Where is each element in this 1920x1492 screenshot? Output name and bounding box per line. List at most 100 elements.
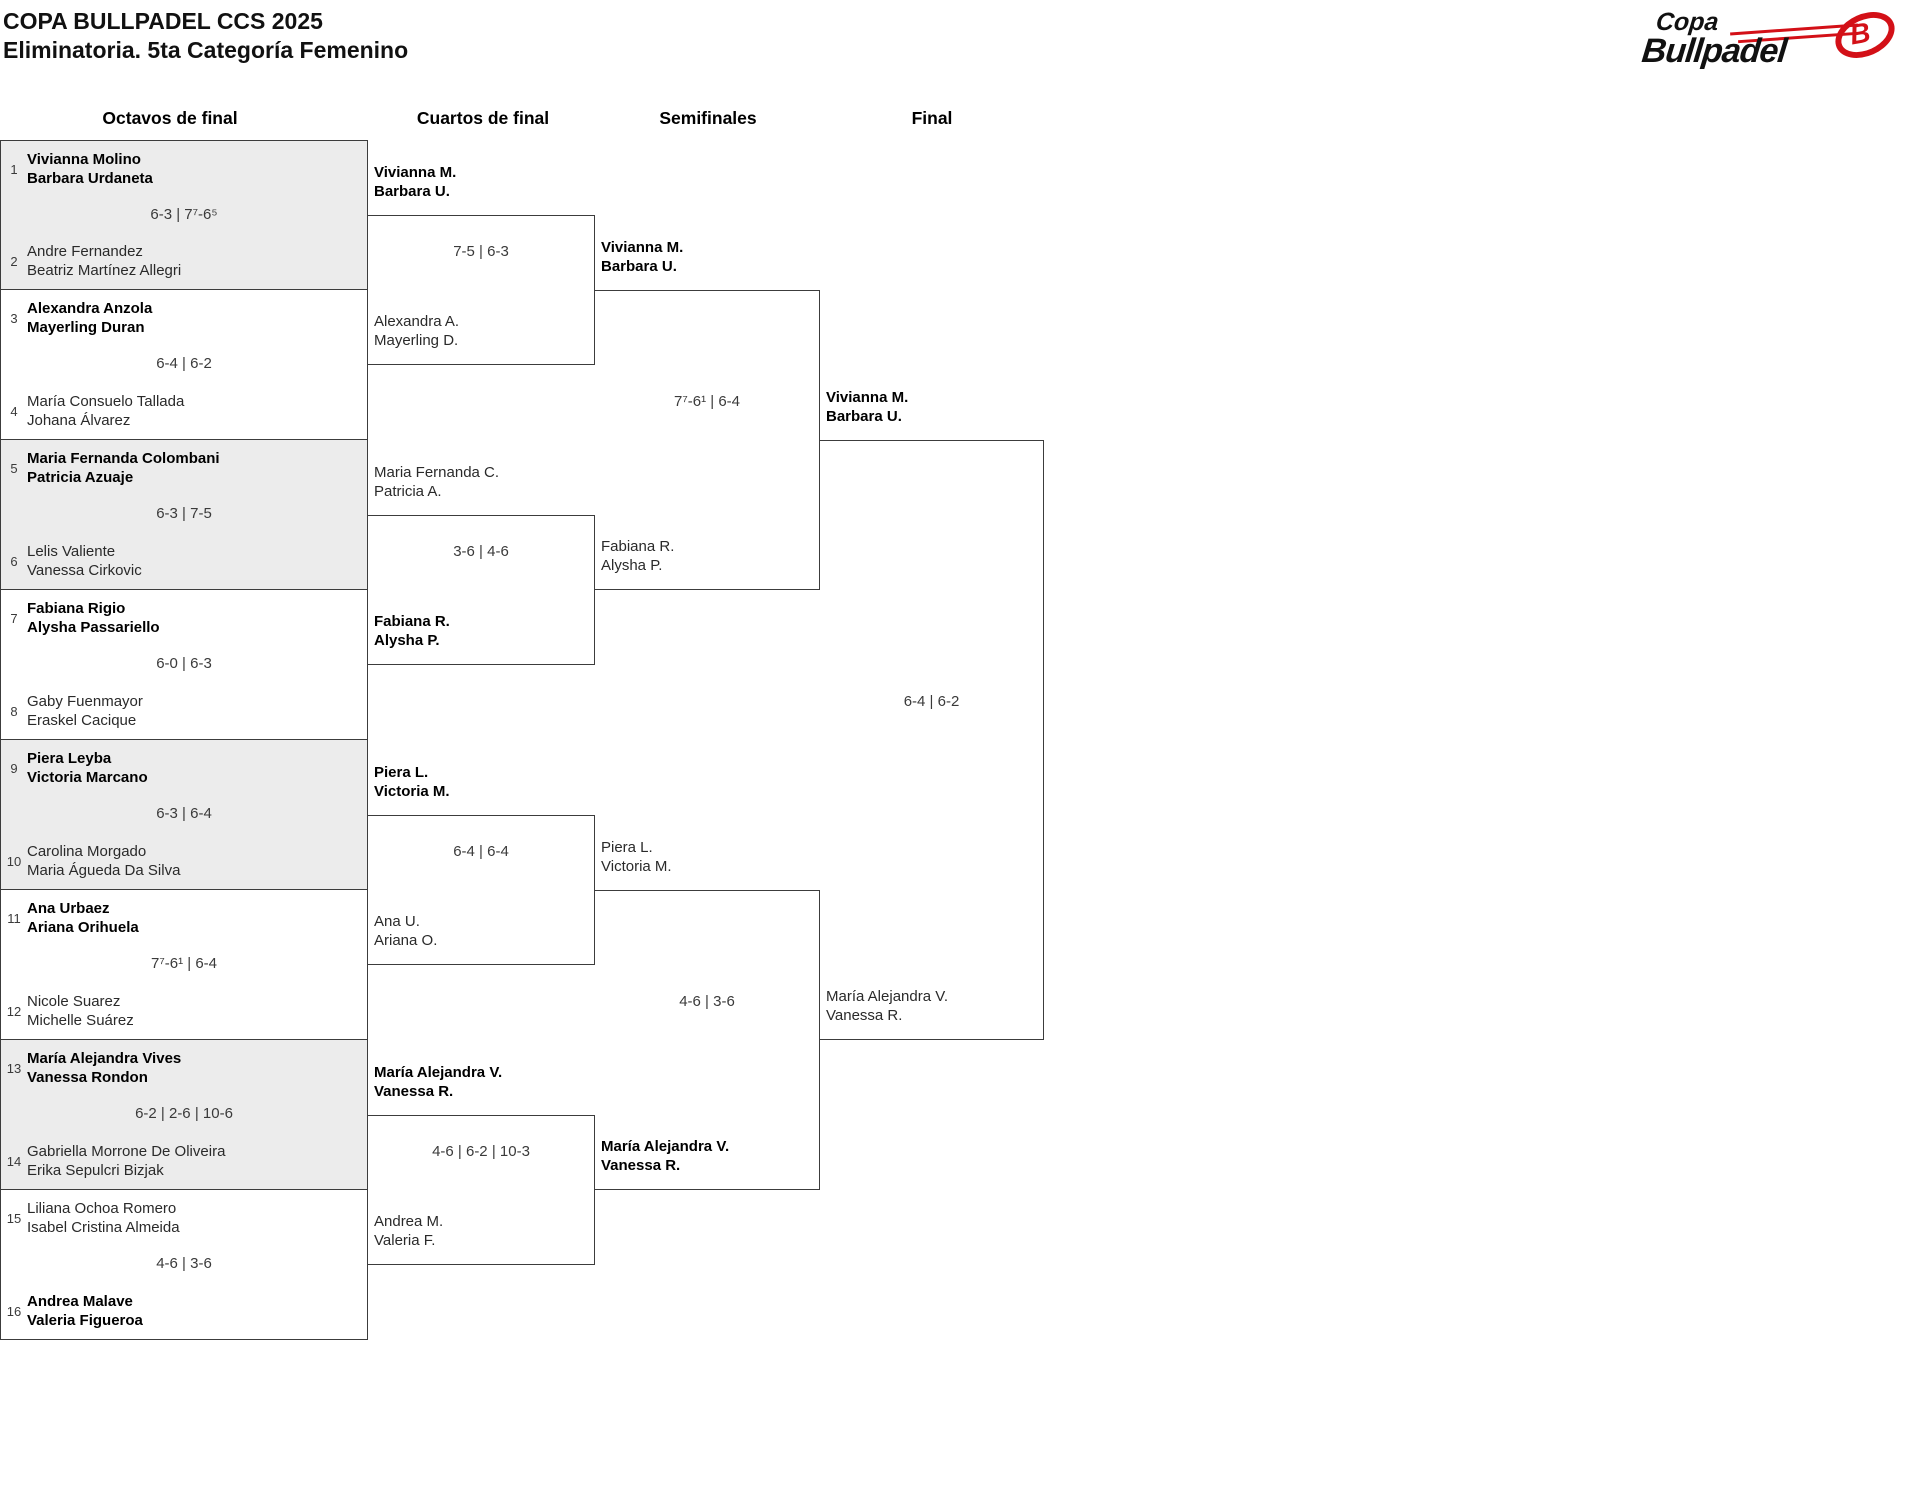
player-name: Alexandra Anzola bbox=[27, 300, 153, 317]
team-names: Gaby Fuenmayor Eraskel Cacique bbox=[27, 692, 143, 730]
team-names: Liliana Ochoa Romero Isabel Cristina Alm… bbox=[27, 1199, 180, 1237]
player-name: Victoria M. bbox=[601, 858, 672, 875]
player-name: Mayerling Duran bbox=[27, 319, 145, 336]
player-name: Vivianna M. bbox=[374, 164, 457, 181]
player-name: Piera L. bbox=[374, 764, 429, 781]
match-score: 6-4 | 6-2 bbox=[156, 355, 212, 372]
team-names: Andre Fernandez Beatriz Martínez Allegri bbox=[27, 242, 181, 280]
round-header-semifinales: Semifinales bbox=[659, 108, 757, 128]
advancing-team: Ana U. Ariana O. bbox=[374, 912, 437, 950]
advancing-team: Andrea M. Valeria F. bbox=[374, 1212, 443, 1250]
logo-text-bullpadel: Bullpadel bbox=[1640, 32, 1789, 70]
advancing-team: Fabiana R. Alysha P. bbox=[374, 612, 450, 650]
player-name: Vivianna Molino bbox=[27, 151, 141, 168]
round-header-final: Final bbox=[911, 108, 953, 128]
player-name: Eraskel Cacique bbox=[27, 712, 137, 729]
player-name: Maria Águeda Da Silva bbox=[27, 862, 181, 879]
player-name: Patricia Azuaje bbox=[27, 469, 134, 486]
player-name: Vanessa R. bbox=[826, 1007, 903, 1024]
match-r16-6: 11 Ana Urbaez Ariana Orihuela 7⁷-6¹ | 6-… bbox=[0, 890, 368, 1040]
match-score: 4-6 | 3-6 bbox=[679, 993, 735, 1010]
player-name: Vanessa R. bbox=[374, 1083, 454, 1100]
player-name: Barbara Urdaneta bbox=[27, 170, 153, 187]
seed-number: 14 bbox=[6, 1153, 22, 1169]
seed-number: 3 bbox=[10, 310, 18, 326]
player-name: Barbara U. bbox=[826, 408, 902, 425]
player-name: Ana Urbaez bbox=[27, 900, 110, 917]
match-r16-5: 9 Piera Leyba Victoria Marcano 6-3 | 6-4… bbox=[0, 740, 368, 890]
match-qf-1: Vivianna M. Barbara U. 7-5 | 6-3 Alexand… bbox=[368, 164, 595, 365]
match-score: 4-6 | 3-6 bbox=[156, 1255, 212, 1272]
team-row: 4 María Consuelo Tallada Johana Álvarez bbox=[1, 392, 367, 430]
match-score: 7⁷-6¹ | 6-4 bbox=[150, 955, 217, 972]
seed-number: 11 bbox=[7, 910, 21, 926]
advancing-team: Piera L. Victoria M. bbox=[374, 763, 450, 801]
player-name: María Consuelo Tallada bbox=[27, 393, 185, 410]
match-r16-4: 7 Fabiana Rigio Alysha Passariello 6-0 |… bbox=[0, 590, 368, 740]
player-name: Maria Fernanda Colombani bbox=[27, 450, 220, 467]
team-names: Alexandra Anzola Mayerling Duran bbox=[27, 299, 152, 337]
player-name: Carolina Morgado bbox=[27, 843, 147, 860]
team-names: María Consuelo Tallada Johana Álvarez bbox=[27, 392, 184, 430]
player-name: Piera L. bbox=[601, 839, 653, 856]
advancing-team: María Alejandra V. Vanessa R. bbox=[374, 1063, 502, 1101]
seed-number: 6 bbox=[10, 553, 18, 569]
advancing-team: Vivianna M. Barbara U. bbox=[374, 163, 456, 201]
advancing-team: Vivianna M. Barbara U. bbox=[826, 388, 908, 426]
match-score: 6-3 | 7⁷-6⁵ bbox=[150, 206, 218, 223]
match-score: 6-2 | 2-6 | 10-6 bbox=[135, 1105, 233, 1122]
page-subtitle: Eliminatoria. 5ta Categoría Femenino bbox=[3, 37, 409, 63]
player-name: Gabriella Morrone De Oliveira bbox=[27, 1143, 226, 1160]
match-r16-8: 15 Liliana Ochoa Romero Isabel Cristina … bbox=[0, 1190, 368, 1340]
match-r16-3: 5 Maria Fernanda Colombani Patricia Azua… bbox=[0, 440, 368, 590]
advancing-team: Vivianna M. Barbara U. bbox=[601, 238, 683, 276]
player-name: Erika Sepulcri Bizjak bbox=[27, 1162, 164, 1179]
match-sf-1: Vivianna M. Barbara U. 7⁷-6¹ | 6-4 Fabia… bbox=[595, 239, 820, 590]
seed-number: 9 bbox=[10, 760, 18, 776]
advancing-team: Piera L. Victoria M. bbox=[601, 838, 672, 876]
match-score: 6-3 | 7-5 bbox=[156, 505, 212, 522]
seed-number: 15 bbox=[6, 1210, 22, 1226]
player-name: Beatriz Martínez Allegri bbox=[27, 262, 182, 279]
match-score: 6-4 | 6-2 bbox=[903, 693, 960, 710]
player-name: Nicole Suarez bbox=[27, 993, 121, 1010]
player-name: Alysha P. bbox=[601, 557, 663, 574]
match-final: Vivianna M. Barbara U. 6-4 | 6-2 María A… bbox=[820, 389, 1044, 1040]
player-name: Patricia A. bbox=[374, 483, 442, 500]
player-name: Lelis Valiente bbox=[27, 543, 116, 560]
team-row: 9 Piera Leyba Victoria Marcano bbox=[1, 749, 367, 787]
player-name: Victoria Marcano bbox=[27, 769, 148, 786]
team-names: Ana Urbaez Ariana Orihuela bbox=[27, 899, 139, 937]
player-name: Vivianna M. bbox=[601, 239, 684, 256]
team-row: 5 Maria Fernanda Colombani Patricia Azua… bbox=[1, 449, 367, 487]
team-names: Maria Fernanda Colombani Patricia Azuaje bbox=[27, 449, 220, 487]
seed-number: 13 bbox=[6, 1060, 22, 1076]
copa-bullpadel-logo: Copa Bullpadel B bbox=[1640, 3, 1910, 86]
match-r16-7: 13 María Alejandra Vives Vanessa Rondon … bbox=[0, 1040, 368, 1190]
player-name: Alysha Passariello bbox=[27, 619, 160, 636]
player-name: Liliana Ochoa Romero bbox=[27, 1200, 177, 1217]
player-name: Vanessa Cirkovic bbox=[27, 562, 142, 579]
advancing-team: María Alejandra V. Vanessa R. bbox=[601, 1137, 729, 1175]
team-names: Fabiana Rigio Alysha Passariello bbox=[27, 599, 160, 637]
player-name: María Alejandra V. bbox=[374, 1064, 503, 1081]
round-header-octavos: Octavos de final bbox=[102, 108, 238, 128]
player-name: Fabiana R. bbox=[374, 613, 450, 630]
player-name: Alexandra A. bbox=[374, 313, 460, 330]
match-qf-2: Maria Fernanda C. Patricia A. 3-6 | 4-6 … bbox=[368, 464, 595, 665]
team-names: Lelis Valiente Vanessa Cirkovic bbox=[27, 542, 142, 580]
page-title: COPA BULLPADEL CCS 2025 bbox=[3, 8, 323, 34]
team-row: 14 Gabriella Morrone De Oliveira Erika S… bbox=[1, 1142, 367, 1180]
player-name: Ariana O. bbox=[374, 932, 438, 949]
player-name: Barbara U. bbox=[374, 183, 450, 200]
match-r16-2: 3 Alexandra Anzola Mayerling Duran 6-4 |… bbox=[0, 290, 368, 440]
team-row: 16 Andrea Malave Valeria Figueroa bbox=[1, 1292, 367, 1330]
player-name: María Alejandra Vives bbox=[27, 1050, 182, 1067]
team-row: 13 María Alejandra Vives Vanessa Rondon bbox=[1, 1049, 367, 1087]
team-names: Gabriella Morrone De Oliveira Erika Sepu… bbox=[27, 1142, 225, 1180]
player-name: Ariana Orihuela bbox=[27, 919, 139, 936]
player-name: Vanessa Rondon bbox=[27, 1069, 148, 1086]
team-names: Carolina Morgado Maria Águeda Da Silva bbox=[27, 842, 180, 880]
advancing-team: María Alejandra V. Vanessa R. bbox=[826, 987, 948, 1025]
seed-number: 2 bbox=[10, 253, 18, 269]
